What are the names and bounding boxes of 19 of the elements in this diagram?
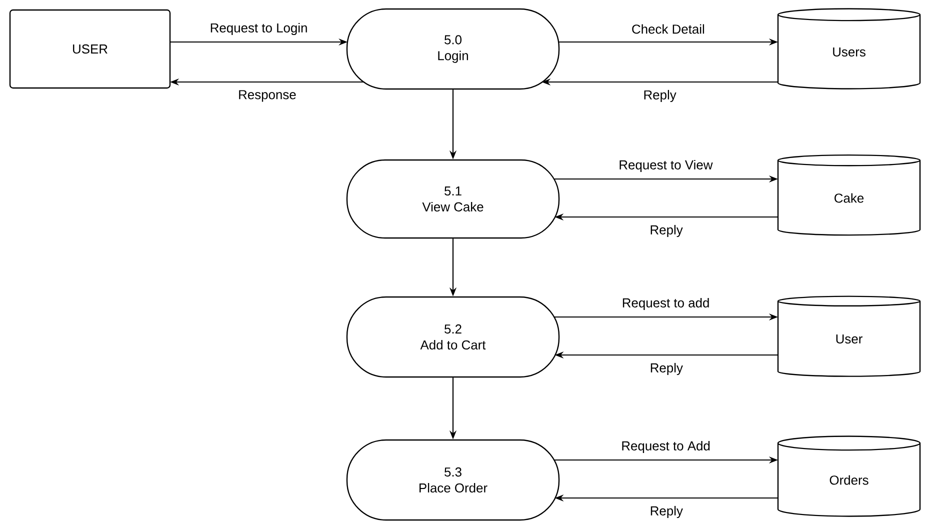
data-store-cylinder: User: [777, 296, 921, 377]
edge-label: Reply: [648, 224, 684, 238]
external-entity-box: USER: [9, 9, 171, 89]
edge-label: Request to View: [618, 158, 714, 174]
edge-label: Reply: [648, 504, 684, 520]
data-store-cylinder: Orders: [777, 436, 921, 517]
process-box: 5.0 Login: [346, 8, 560, 90]
edge-label: Check Detail: [630, 23, 706, 35]
process-box: 5.1 View Cake: [346, 159, 560, 239]
data-store-cylinder: Cake: [777, 154, 921, 236]
edge-label: Request to Login: [208, 22, 309, 36]
edge-label: Reply: [648, 362, 684, 376]
edge-label: Response: [237, 89, 298, 103]
process-box: 5.3 Place Order: [346, 439, 560, 521]
edge-label: Request to Add: [620, 440, 712, 454]
edge-label: Request to add: [620, 296, 711, 312]
process-box: 5.2 Add to Cart: [346, 296, 560, 378]
edge-label: Reply: [642, 88, 678, 104]
data-store-cylinder: Users: [777, 8, 921, 90]
